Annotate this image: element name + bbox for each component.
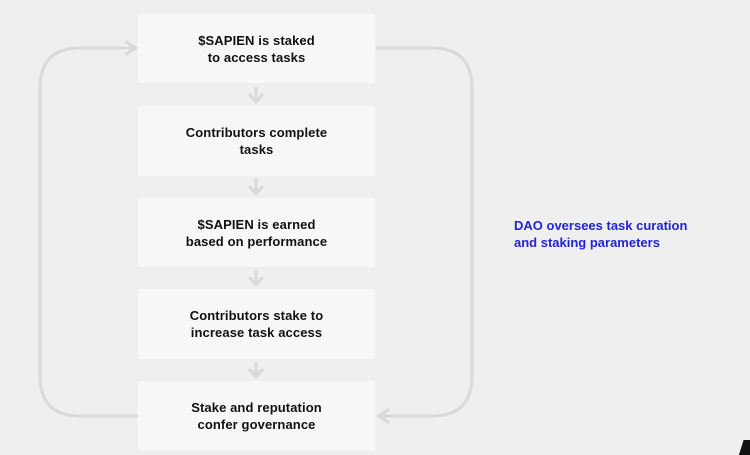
left-loop-arrow	[38, 46, 140, 418]
step-box-governance: Stake and reputation confer governance	[138, 381, 375, 451]
step-label: Stake and reputation confer governance	[191, 400, 322, 432]
dao-note: DAO oversees task curation and staking p…	[514, 218, 688, 250]
arrow-down-icon	[248, 178, 264, 196]
step-box-stake-increase: Contributors stake to increase task acce…	[138, 289, 375, 359]
step-label: Contributors complete tasks	[185, 125, 328, 157]
arrow-down-icon	[248, 361, 264, 379]
step-label: $SAPIEN is staked to access tasks	[198, 32, 315, 65]
arrow-down-icon	[248, 86, 264, 104]
right-loop-arrowhead-icon	[376, 408, 390, 424]
step-box-complete-tasks: Contributors complete tasks	[138, 106, 375, 176]
right-loop-arrow	[375, 46, 474, 418]
step-label: Contributors stake to increase task acce…	[189, 308, 324, 340]
left-loop-arrowhead-icon	[124, 40, 138, 56]
step-box-stake-access: $SAPIEN is staked to access tasks	[138, 14, 375, 83]
step-box-earned: $SAPIEN is earned based on performance	[138, 198, 375, 267]
step-label: $SAPIEN is earned based on performance	[185, 216, 328, 249]
arrow-down-icon	[248, 269, 264, 287]
